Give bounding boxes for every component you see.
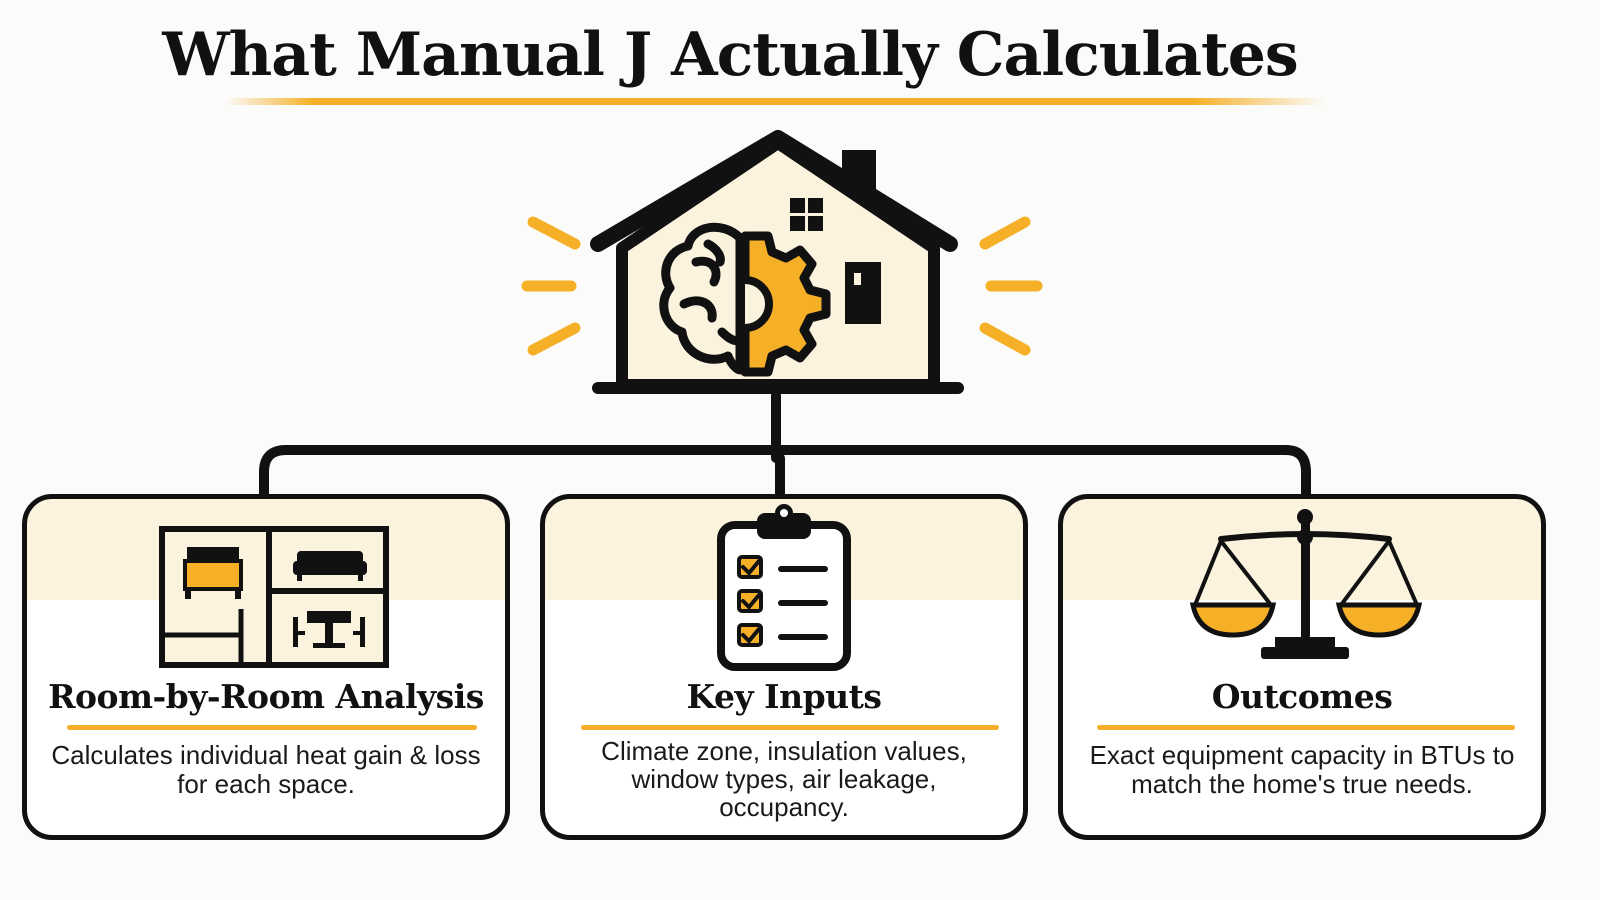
dining-table-icon bbox=[293, 611, 365, 648]
checkbox-icon bbox=[737, 555, 763, 647]
card-title-rule bbox=[581, 725, 999, 730]
card-title-rule bbox=[67, 725, 477, 730]
gear-icon bbox=[740, 231, 831, 377]
card-title-rule bbox=[1097, 725, 1515, 730]
card-room-by-room: Room-by-Room Analysis Calculates individ… bbox=[22, 494, 510, 840]
connector-lines bbox=[259, 390, 1311, 499]
card-title: Key Inputs bbox=[686, 677, 882, 716]
card-description: Calculates individual heat gain & loss f… bbox=[51, 740, 481, 799]
floor-plan-icon bbox=[159, 526, 389, 668]
sofa-icon bbox=[293, 551, 367, 581]
card-title: Outcomes bbox=[1211, 677, 1393, 716]
brain-icon bbox=[659, 222, 745, 375]
card-description: Climate zone, insulation values, window … bbox=[601, 736, 967, 822]
card-title: Room-by-Room Analysis bbox=[48, 677, 484, 716]
connector-branch bbox=[259, 445, 1311, 499]
card-description: Exact equipment capacity in BTUs to matc… bbox=[1089, 740, 1515, 799]
card-outcomes: Outcomes Exact equipment capacity in BTU… bbox=[1058, 494, 1546, 840]
checklist-clipboard-icon bbox=[717, 504, 851, 671]
door-icon bbox=[845, 262, 881, 324]
bed-icon bbox=[183, 547, 243, 599]
balance-scale-icon bbox=[1189, 509, 1423, 659]
light-rays-icon bbox=[521, 216, 1043, 356]
house-with-brain-gear-icon bbox=[521, 130, 1043, 394]
page-title: What Manual J Actually Calculates bbox=[162, 20, 1298, 90]
card-key-inputs: Key Inputs Climate zone, insulation valu… bbox=[540, 494, 1028, 840]
title-underline bbox=[225, 98, 1325, 105]
window-icon bbox=[790, 198, 823, 231]
